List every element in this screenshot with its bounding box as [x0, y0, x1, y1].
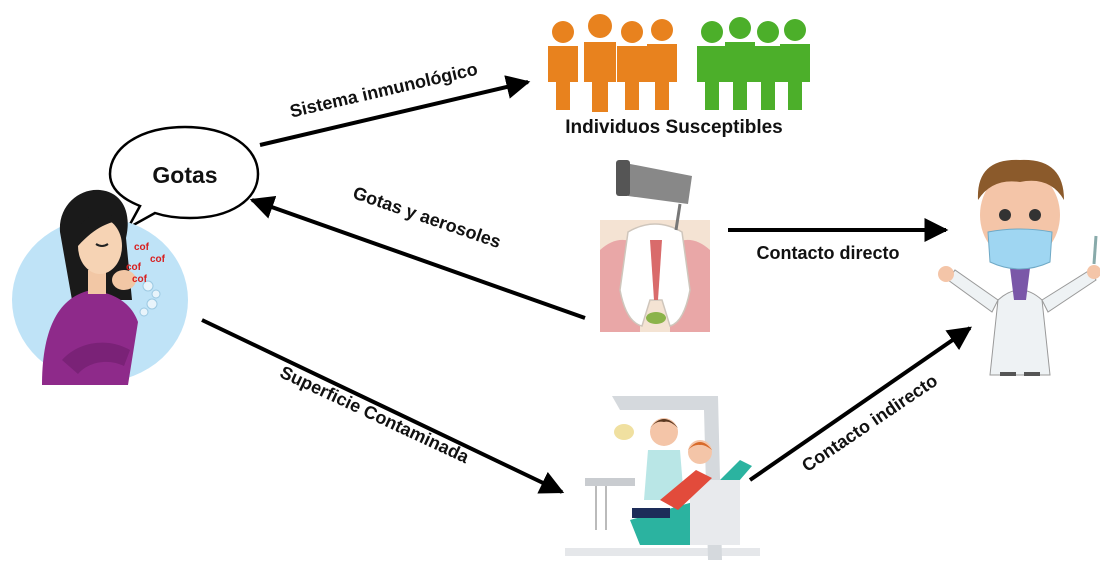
cough-mark: cof: [150, 254, 166, 265]
edge-label-surface: Superficie Contaminada: [277, 362, 473, 468]
tooth-drill-icon: [600, 160, 710, 332]
group-label: Individuos Susceptibles: [565, 117, 783, 138]
dental-chair-icon: [565, 396, 760, 560]
speech-bubble: Gotas: [108, 125, 260, 232]
arrow-aerosols: [249, 195, 586, 320]
dentist-icon: [938, 159, 1100, 376]
edge-label-indirect: Contacto indirecto: [798, 370, 941, 476]
arrows: [201, 75, 972, 494]
cough-mark: cof: [126, 262, 142, 273]
arrow-immune: [259, 75, 531, 147]
cough-mark: cof: [134, 242, 150, 253]
people-group-icon: [548, 14, 810, 112]
edge-label-direct: Contacto directo: [756, 243, 899, 263]
cough-mark: cof: [132, 274, 148, 285]
arrow-surface: [201, 318, 565, 494]
arrow-indirect: [748, 326, 972, 482]
edge-label-immune: Sistema inmunológico: [288, 59, 480, 122]
cough-marks: cof cof cof cof: [126, 242, 166, 285]
coughing-woman-icon: [12, 189, 188, 385]
bubble-text: Gotas: [152, 162, 217, 188]
